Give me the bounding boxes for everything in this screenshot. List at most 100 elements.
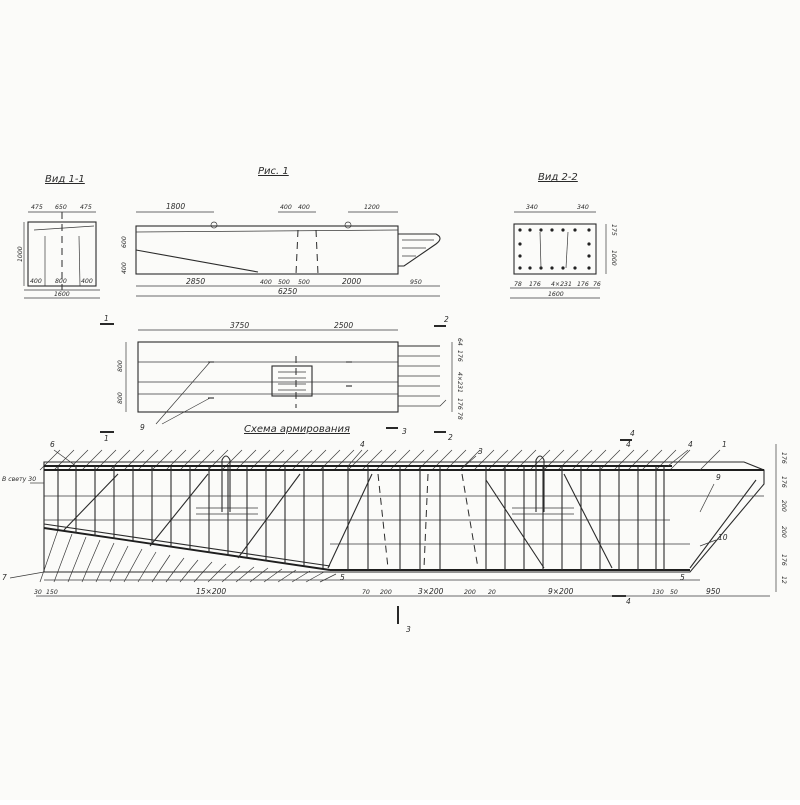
callout: 4 [360, 440, 365, 449]
callout: 10 [718, 533, 728, 542]
callout: 3 [478, 447, 483, 456]
bottom-hatch [39, 529, 337, 583]
elevation-bottom-dim: 500 [298, 279, 310, 286]
elevation-outline [135, 225, 399, 275]
view-2-2-bottom-dim: 176 [577, 281, 589, 288]
plan-outline [137, 341, 399, 413]
section-mark: 4 [626, 597, 631, 606]
elevation-bottom-dim: 2000 [342, 277, 361, 286]
view-2-2-bottom-dim: 176 [529, 281, 541, 288]
view-1-1-top-dim: 475 [80, 204, 92, 211]
scheme-right-dim: 176 [780, 476, 787, 488]
callout: 4 [688, 440, 693, 449]
view-2-2-rebar-dots [518, 228, 591, 270]
elevation-top-dim: 1800 [166, 202, 185, 211]
elevation-top-dim: 400 [298, 204, 310, 211]
view-1-1-height: 1000 [17, 246, 24, 262]
lifting-loop [221, 455, 231, 512]
view-1-1-bottom-dim: 800 [55, 278, 67, 285]
view-1-1-bottom-dim: 400 [30, 278, 42, 285]
section-mark: 2 [448, 433, 453, 442]
scheme-right-dim: 12 [780, 576, 787, 584]
stirrups [57, 466, 665, 570]
plan-callout: 9 [140, 423, 145, 432]
scheme-bottom-dim: 3×200 [418, 587, 444, 596]
view-2-2-bottom-dim: 4×231 [551, 281, 572, 288]
scheme-bottom-dim: 130 [652, 589, 664, 596]
figure-title: Рис. 1 [258, 166, 289, 177]
elevation-bottom-dim: 400 [260, 279, 272, 286]
scheme-bottom-dim: 50 [670, 589, 678, 596]
plan-top-dim: 3750 [230, 321, 249, 330]
plan-left-dim: 800 [117, 360, 124, 372]
scheme-bottom-dim: 70 [362, 589, 370, 596]
scheme-right-dim: 176 [780, 554, 787, 566]
scheme-bottom-dim: 200 [380, 589, 392, 596]
scheme-title: Схема армирования [244, 424, 350, 435]
scheme-bottom-dim: 20 [488, 589, 496, 596]
scheme-bottom-dim: 30 [34, 589, 42, 596]
callout: 5 [340, 573, 345, 582]
scheme-bottom-dim: 200 [464, 589, 476, 596]
plan-left-dim: 800 [117, 392, 124, 404]
elevation-bottom-dim: 950 [410, 279, 422, 286]
plan-right-dim: 78 [456, 412, 463, 420]
elevation-total: 6250 [278, 287, 297, 296]
plan-right-dim: 4×231 [456, 372, 463, 393]
scheme-outline [43, 461, 765, 573]
scheme-bottom-dim: 9×200 [548, 587, 574, 596]
section-mark: 2 [444, 315, 449, 324]
view-2-2-outline [513, 223, 597, 275]
view-1-1-bottom-dim: 400 [81, 278, 93, 285]
section-mark: 1 [104, 314, 109, 323]
elevation-top-dim: 400 [280, 204, 292, 211]
view-1-1-total: 1600 [54, 291, 70, 298]
reinforcement-scheme: Схема армирования [2, 424, 787, 634]
section-mark: 3 [406, 625, 411, 634]
scheme-right-dim: 200 [780, 526, 787, 538]
view-2-2-total: 1600 [548, 291, 564, 298]
scheme-bottom-dim: 150 [46, 589, 58, 596]
section-mark: 4 [630, 429, 635, 438]
callout: 5 [680, 573, 685, 582]
section-mark: 1 [104, 434, 109, 443]
elevation-top-dim: 1200 [364, 204, 380, 211]
clear-cover-note: В свету 30 [2, 476, 36, 483]
view-2-2-bottom-dim: 76 [593, 281, 601, 288]
view-2-2-right-dim: 175 [610, 224, 617, 236]
elevation-bottom-dim: 500 [278, 279, 290, 286]
scheme-right-dim: 176 [780, 452, 787, 464]
scheme-bottom-dim: 950 [706, 587, 721, 596]
view-2-2-title: Вид 2-2 [538, 172, 578, 183]
view-2-2-bottom-dim: 78 [514, 281, 522, 288]
elevation-bottom-dim: 2850 [186, 277, 205, 286]
plan-right-dim: 64 [456, 338, 463, 346]
view-1-1-top-dim: 650 [55, 204, 67, 211]
plan-top-dim: 2500 [334, 321, 353, 330]
callout: 7 [2, 573, 7, 582]
view-2-2: Вид 2-2 340 340 175 1000 78 176 4×231 17… [510, 172, 617, 299]
view-1-1-top-dim: 475 [31, 204, 43, 211]
view-2-2-top-dim: 340 [526, 204, 538, 211]
callout: 4 [626, 440, 631, 449]
section-mark: 3 [402, 427, 407, 436]
diagonal-bars [63, 473, 757, 569]
scheme-bottom-dim: 15×200 [196, 587, 226, 596]
lifting-loop [535, 455, 545, 512]
callout: 1 [722, 440, 727, 449]
top-hatch [39, 449, 691, 471]
elevation-left-dim: 600 [121, 236, 128, 248]
view-1-1: Вид 1-1 475 650 475 400 800 400 1600 100… [17, 174, 100, 299]
callout: 6 [50, 440, 55, 449]
view-1-1-title: Вид 1-1 [45, 174, 85, 185]
plan-view: 3750 2500 800 800 64 176 4×231 176 78 1 … [100, 314, 463, 443]
view-2-2-top-dim: 340 [577, 204, 589, 211]
elevation-view: Рис. 1 1800 400 400 1200 400 600 2850 40… [121, 166, 441, 297]
plan-right-dim: 176 [456, 350, 463, 362]
plan-opening [271, 365, 313, 397]
plan-right-dim: 176 [456, 398, 463, 410]
elevation-left-dim: 400 [121, 262, 128, 274]
view-2-2-right-dim: 1000 [610, 250, 617, 266]
